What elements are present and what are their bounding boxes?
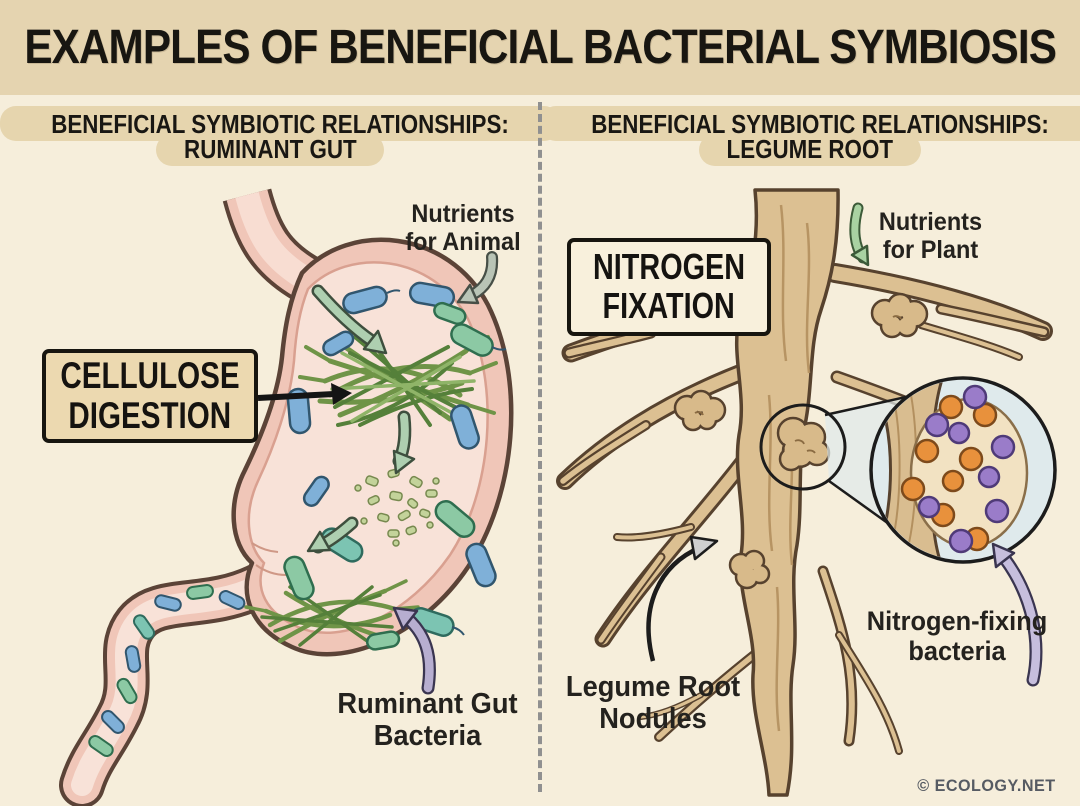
legume-root-nodules-label: Legume Root Nodules (565, 671, 741, 736)
nitrogen-fixation-box: NITROGEN FIXATION (567, 238, 771, 336)
page-title: EXAMPLES OF BENEFICIAL BACTERIAL SYMBIOS… (24, 21, 1057, 74)
right-panel-heading: BENEFICIAL SYMBIOTIC RELATIONSHIPS: LEGU… (540, 106, 1080, 166)
nutrients-plant-label: Nutrients for Plant (878, 208, 983, 264)
nitrogen-fixing-bacteria-label: Nitrogen-fixing bacteria (866, 606, 1048, 667)
zoom-source-circle-icon (759, 403, 847, 491)
nitrogen-fixing-bacteria-cells (900, 384, 1016, 554)
nutrients-animal-arrow-icon (456, 251, 499, 305)
nutrients-plant-arrow-icon (849, 202, 870, 267)
gut-bacteria-rods (283, 281, 507, 651)
left-heading-line2: RUMINANT GUT (183, 134, 357, 164)
header-band: EXAMPLES OF BENEFICIAL BACTERIAL SYMBIOS… (0, 0, 1080, 95)
cellulose-digestion-box: CELLULOSE DIGESTION (42, 349, 258, 443)
left-heading-line1: BENEFICIAL SYMBIOTIC RELATIONSHIPS: (51, 109, 509, 139)
ruminant-gut-bacteria-label: Ruminant Gut Bacteria (337, 688, 518, 753)
zoom-callout (759, 376, 1057, 564)
flow-arrow-icons (306, 284, 416, 554)
nodules-arrow-icon (646, 535, 719, 662)
taproot-trunk (734, 188, 840, 797)
stomach-illustration (59, 188, 514, 806)
cellulose-bundle-top (298, 335, 498, 427)
nfix-bacteria-arrow-icon (991, 542, 1043, 687)
nutrients-animal-label: Nutrients for Animal (405, 200, 521, 256)
intestine-bacteria-rods (88, 584, 246, 758)
cellulose-box-arrow-icon (257, 383, 352, 405)
panel-divider (538, 102, 542, 792)
root-nodules (673, 292, 929, 590)
credit-text: © ECOLOGY.NET (917, 776, 1056, 795)
left-panel-heading: BENEFICIAL SYMBIOTIC RELATIONSHIPS: RUMI… (0, 106, 561, 166)
legume-root-illustration (556, 188, 1057, 797)
cellulose-bundle-bottom (244, 579, 420, 647)
right-heading-line1: BENEFICIAL SYMBIOTIC RELATIONSHIPS: (591, 109, 1049, 139)
right-heading-line2: LEGUME ROOT (726, 134, 894, 164)
esophagus (222, 188, 320, 301)
stomach-body (231, 237, 514, 657)
ruminant-bacteria-arrow-icon (392, 606, 436, 695)
